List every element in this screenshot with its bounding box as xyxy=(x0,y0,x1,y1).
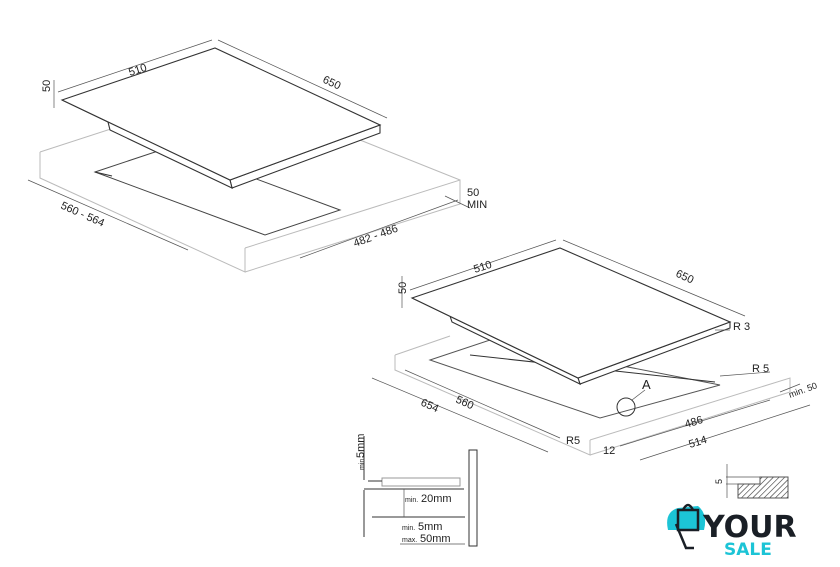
logo-sale-text: SALE xyxy=(724,540,772,560)
side-min-label: min. xyxy=(402,525,415,532)
bottom-depth-label: 650 xyxy=(674,268,696,287)
below-min-label: min. xyxy=(405,497,418,504)
top-min-edge-label: MIN xyxy=(467,199,487,211)
overall-depth-label: 654 xyxy=(419,397,441,415)
detail-a-circle xyxy=(616,397,636,417)
edge-offset-label: 12 xyxy=(603,445,615,457)
yoursale-logo: YOUR SALE xyxy=(667,503,797,560)
side-max-label: max. xyxy=(402,537,417,544)
section-detail: min. 5mm min. 20mm min. 5mm max. 50mm xyxy=(355,434,478,547)
overall-width-label: 514 xyxy=(687,434,708,451)
hob-plate-2 xyxy=(410,247,732,386)
bottom-width-label: 510 xyxy=(472,259,493,276)
top-gap-value: 5mm xyxy=(355,434,367,458)
corner-radius-label: R 3 xyxy=(733,321,750,333)
cutout-depth-label: 560 xyxy=(454,394,476,412)
worktop-outline xyxy=(39,125,461,273)
top-drawing: 510 650 50 560 - 564 482 - 486 50 MIN xyxy=(27,39,487,273)
top-cutout-depth-label: 560 - 564 xyxy=(59,200,106,230)
cutout-radius-label: R 5 xyxy=(752,363,769,375)
rebate-detail: 5 xyxy=(714,464,789,499)
rebate-depth-label: 5 xyxy=(714,479,724,484)
top-min-edge-value: 50 xyxy=(467,187,479,199)
top-height-label: 50 xyxy=(41,80,53,92)
inner-radius-label: R5 xyxy=(566,435,580,447)
top-cutout-width-label: 482 - 486 xyxy=(352,223,400,250)
bottom-height-label: 50 xyxy=(397,282,409,294)
cutout-width-label: 486 xyxy=(683,414,704,431)
bottom-drawing: 510 650 50 R 3 R 5 A 560 654 486 514 12 … xyxy=(371,239,818,461)
top-gap-min-label: min. xyxy=(359,457,366,470)
detail-a-label: A xyxy=(642,377,651,392)
hand-icon xyxy=(674,523,694,550)
top-width-label: 510 xyxy=(127,62,148,79)
logo-your-text: YOUR xyxy=(702,510,797,545)
top-depth-label: 650 xyxy=(321,74,343,93)
side-max-value: 50mm xyxy=(420,533,451,545)
hob-plate xyxy=(60,47,382,189)
side-min-value: 5mm xyxy=(418,521,442,533)
below-value: 20mm xyxy=(421,493,452,505)
bottom-min-edge-label: min. 50 xyxy=(787,380,818,399)
